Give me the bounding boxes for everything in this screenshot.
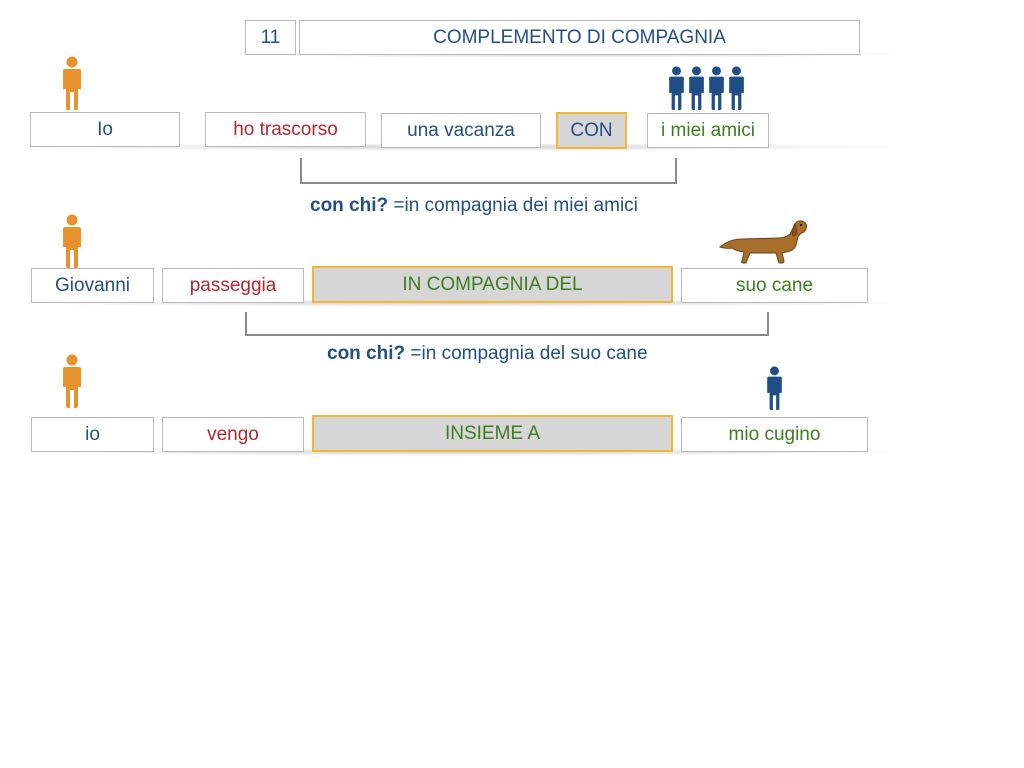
verb-box: vengo	[162, 417, 304, 452]
blue-people-group-icon	[668, 66, 748, 110]
verb-box: ho trascorso	[205, 112, 366, 147]
slide-number: 11	[245, 20, 296, 55]
connector-box: CON	[556, 112, 627, 149]
question-caption: con chi? =in compagnia del suo cane	[327, 343, 648, 365]
question: con chi?	[310, 195, 389, 216]
connector-box: IN COMPAGNIA DEL	[312, 266, 673, 303]
orange-person-icon	[62, 354, 82, 408]
subject-box: Giovanni	[31, 268, 154, 303]
subject-box: Io	[30, 112, 180, 147]
complement-box: suo cane	[681, 268, 868, 303]
object-box: una vacanza	[381, 113, 541, 148]
connector-box: INSIEME A	[312, 415, 673, 452]
page-title: COMPLEMENTO DI COMPAGNIA	[299, 20, 860, 55]
blue-person-icon	[766, 366, 783, 410]
complement-box: mio cugino	[681, 417, 868, 452]
subject-box: io	[31, 417, 154, 452]
bracket	[245, 312, 769, 336]
orange-person-icon	[62, 214, 82, 268]
answer: =in compagnia del suo cane	[410, 343, 648, 364]
bracket	[300, 158, 677, 184]
answer: =in compagnia dei miei amici	[393, 195, 638, 216]
question: con chi?	[327, 343, 406, 364]
question-caption: con chi? =in compagnia dei miei amici	[310, 195, 638, 217]
orange-person-icon	[62, 56, 82, 110]
verb-box: passeggia	[162, 268, 304, 303]
dachshund-dog-icon	[718, 220, 807, 264]
complement-box: i miei amici	[647, 113, 769, 148]
